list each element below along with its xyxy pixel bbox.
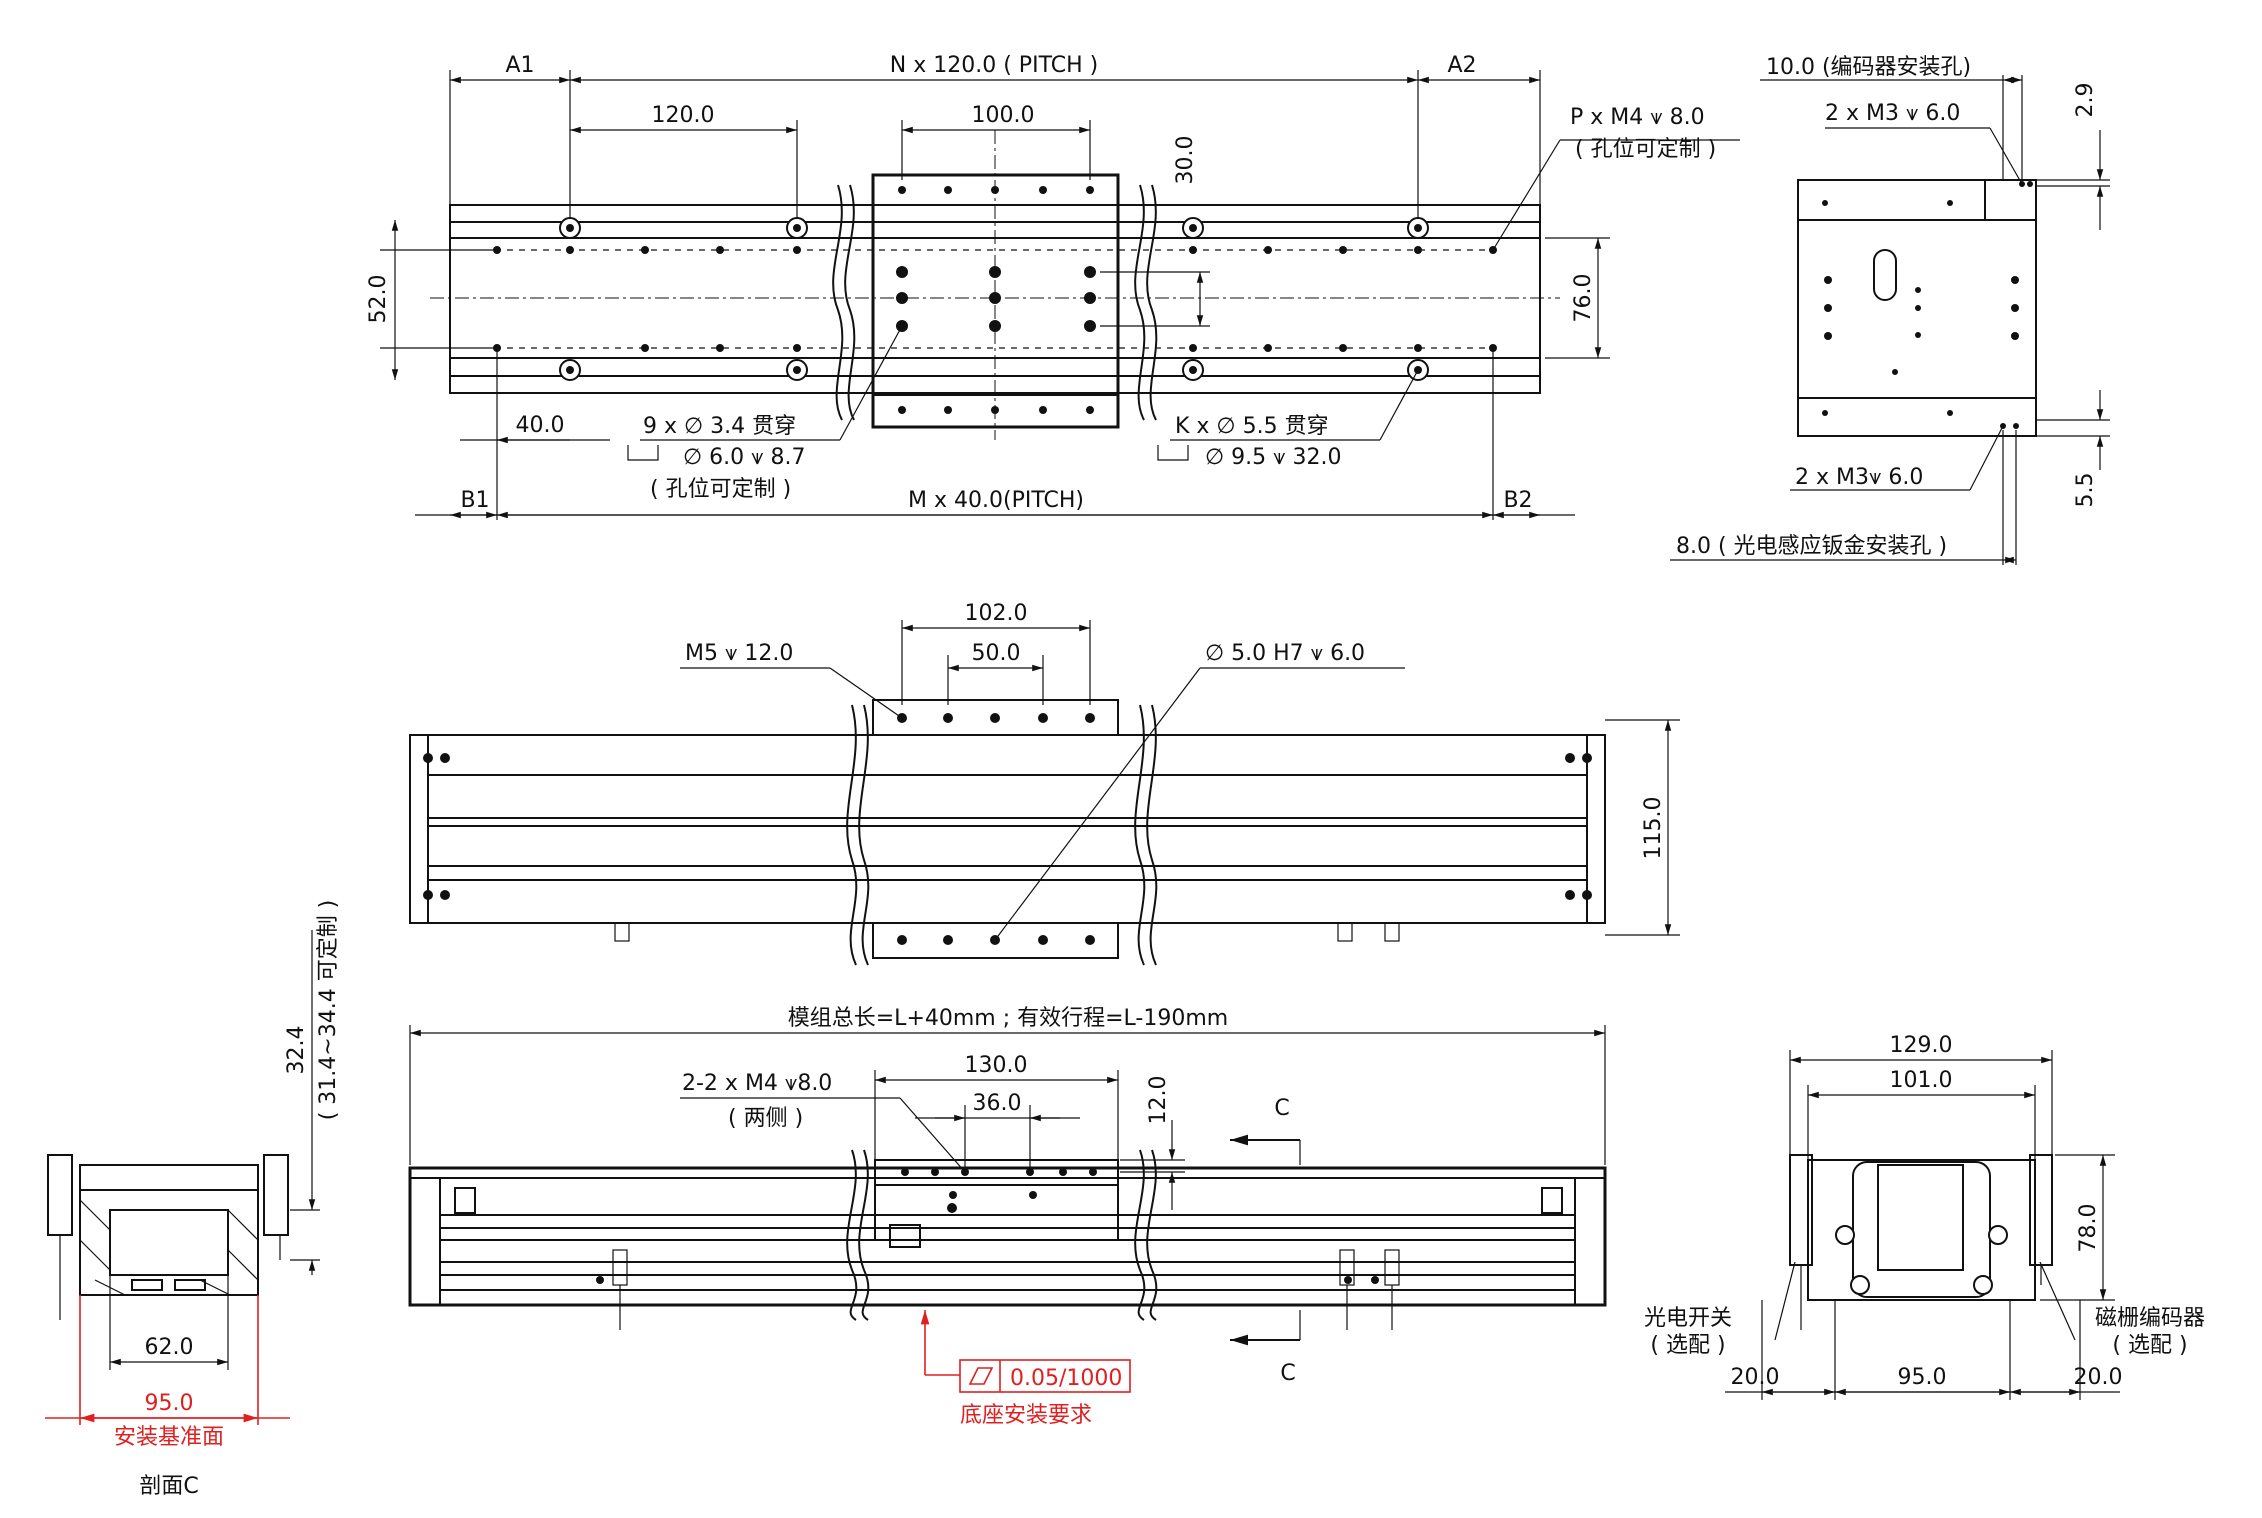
dim-102: 102.0: [965, 601, 1028, 626]
dim-a2: A2: [1447, 53, 1476, 78]
dim-total-length: 模组总长=L+40mm ; 有效行程=L-190mm: [788, 1006, 1228, 1031]
note-h7: ∅ 5.0 H7 ⩛ 6.0: [1205, 641, 1365, 666]
dim-12: 12.0: [1146, 1076, 1171, 1125]
dim-130: 130.0: [965, 1053, 1028, 1078]
dim-129: 129.0: [1890, 1033, 1953, 1058]
section-marker-c-bottom: C: [1280, 1361, 1295, 1386]
dim-50: 50.0: [972, 641, 1021, 666]
photo-switch-label: 光电开关: [1644, 1306, 1732, 1331]
note-9-custom: ( 孔位可定制 ): [650, 477, 791, 502]
dim-20-left: 20.0: [1731, 1365, 1780, 1390]
base-plane-label: 安装基准面: [114, 1425, 224, 1450]
note-p-m4: P x M4 ⩛ 8.0: [1570, 105, 1705, 130]
note-m5: M5 ⩛ 12.0: [685, 641, 793, 666]
dim-32-4: 32.4: [284, 1026, 309, 1075]
dim-52: 52.0: [366, 275, 391, 324]
note-m4-both-sides: ( 两侧 ): [728, 1106, 803, 1131]
dim-2-9: 2.9: [2073, 83, 2098, 118]
dim-95-base: 95.0: [145, 1391, 194, 1416]
dim-a1: A1: [505, 53, 534, 78]
tolerance-value: 0.05/1000: [1010, 1366, 1122, 1391]
dim-62: 62.0: [145, 1335, 194, 1360]
note-k-holes: K x ∅ 5.5 贯穿: [1175, 414, 1329, 439]
note-m4: 2-2 x M4 ⩛8.0: [682, 1071, 832, 1096]
dim-pitch-m: M x 40.0(PITCH): [908, 488, 1084, 513]
note-encoder-hole: 10.0 (编码器安装孔): [1766, 55, 1971, 80]
end-view-top: 10.0 (编码器安装孔) 2 x M3 ⩛ 6.0 2.9 2 x M3⩛ 6…: [1670, 55, 2110, 565]
section-c: 32.4 ( 31.4~34.4 可定制 ) 62.0 95.0 安装基准面 剖…: [45, 900, 341, 1499]
dim-120: 120.0: [652, 103, 715, 128]
dim-95-end: 95.0: [1898, 1365, 1947, 1390]
dim-5-5: 5.5: [2073, 473, 2098, 508]
note-k-counterbore: ∅ 9.5 ⩛ 32.0: [1205, 445, 1342, 470]
dim-b2: B2: [1503, 488, 1532, 513]
note-9-counterbore: ∅ 6.0 ⩛ 8.7: [683, 445, 806, 470]
dim-pitch-n: N x 120.0 ( PITCH ): [890, 53, 1098, 78]
end-view-bottom: 129.0 101.0 78.0 光电开关 ( 选配 ) 磁栅编码器 ( 选配 …: [1644, 1033, 2205, 1400]
note-sensor-hole: 8.0 ( 光电感应钣金安装孔 ): [1676, 534, 1947, 559]
dim-78: 78.0: [2076, 1204, 2101, 1253]
top-view: A1 N x 120.0 ( PITCH ) A2 120.0 100.0 30…: [366, 53, 1740, 520]
section-marker-c-top: C: [1274, 1096, 1289, 1121]
dim-20-right: 20.0: [2074, 1365, 2123, 1390]
dim-b1: B1: [460, 488, 489, 513]
note-m3-top: 2 x M3 ⩛ 6.0: [1825, 101, 1960, 126]
note-m3-bottom: 2 x M3⩛ 6.0: [1795, 465, 1923, 490]
dim-115: 115.0: [1641, 797, 1666, 860]
side-view: 102.0 50.0 M5 ⩛ 12.0 ∅ 5.0 H7 ⩛ 6.0 115.…: [409, 601, 1680, 966]
dim-36: 36.0: [973, 1091, 1022, 1116]
encoder-label: 磁栅编码器: [2095, 1306, 2205, 1331]
encoder-optional: ( 选配 ): [2112, 1333, 2187, 1358]
dim-32-4-range: ( 31.4~34.4 可定制 ): [316, 900, 341, 1121]
note-p-custom: ( 孔位可定制 ): [1575, 137, 1716, 162]
note-9-holes: 9 x ∅ 3.4 贯穿: [643, 414, 796, 439]
photo-switch-optional: ( 选配 ): [1650, 1333, 1725, 1358]
section-title: 剖面C: [139, 1474, 198, 1499]
dim-40: 40.0: [516, 413, 565, 438]
dim-101: 101.0: [1890, 1068, 1953, 1093]
dim-100: 100.0: [972, 103, 1035, 128]
tolerance-note: 底座安装要求: [960, 1403, 1092, 1428]
front-view: 模组总长=L+40mm ; 有效行程=L-190mm 130.0 36.0 12…: [408, 1006, 1607, 1428]
dim-30: 30.0: [1173, 136, 1198, 185]
dim-76: 76.0: [1571, 274, 1596, 323]
